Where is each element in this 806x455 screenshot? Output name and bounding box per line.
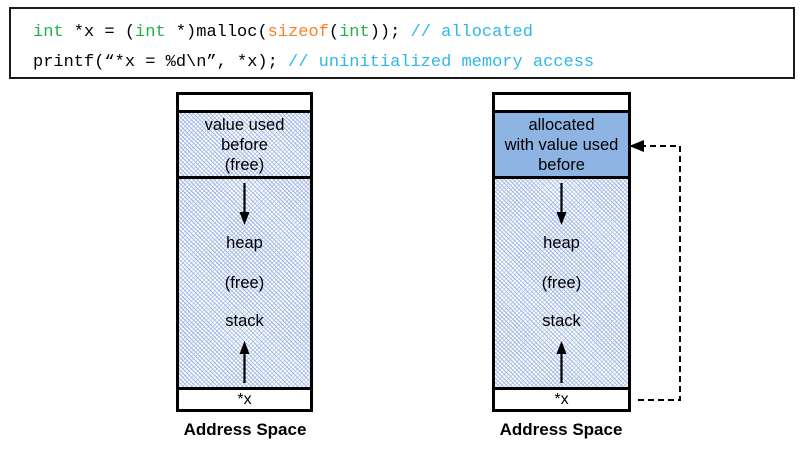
address-space-diagram-left: value used before (free) heap (free) sta…	[176, 92, 313, 412]
right-blank-strip	[495, 95, 628, 113]
right-top-line-3: before	[538, 155, 585, 174]
left-top-line-3: (free)	[224, 155, 265, 174]
right-allocated-block: allocated with value used before	[495, 113, 628, 179]
left-label-stack: stack	[225, 312, 264, 330]
right-top-line-1: allocated	[528, 115, 595, 134]
left-pointer-box: *x	[179, 387, 310, 409]
right-top-line-2: with value used	[504, 135, 619, 154]
caption-address-space-right: Address Space	[499, 420, 623, 439]
code-line-1-token-7: ));	[369, 23, 411, 42]
right-pointer-box: *x	[495, 387, 628, 409]
left-label-free: (free)	[224, 274, 265, 292]
code-snippet-box: int *x = (int *)malloc(sizeof(int)); // …	[9, 7, 795, 79]
left-top-line-2: before	[221, 135, 268, 154]
code-line-1-token-8: // allocated	[410, 23, 533, 42]
right-body-block: heap (free) stack	[495, 179, 628, 387]
address-space-diagram-right: allocated with value used before heap (f…	[492, 92, 631, 412]
right-label-stack: stack	[542, 312, 581, 330]
code-line-2-token-1: // uninitialized memory access	[288, 53, 595, 72]
left-blank-strip	[179, 95, 310, 113]
code-line-1-token-0: int	[33, 23, 64, 42]
code-line-1-token-3: *)malloc(	[165, 23, 268, 42]
code-line-1-token-4: sizeof	[267, 23, 329, 42]
left-top-block: value used before (free)	[179, 113, 310, 179]
left-label-heap: heap	[226, 234, 263, 252]
caption-address-space-left: Address Space	[183, 420, 307, 439]
left-body-block: heap (free) stack	[179, 179, 310, 387]
code-line-1-token-5: (	[328, 23, 340, 42]
right-pointer-label: *x	[554, 390, 569, 408]
code-line-2-token-0: printf(“*x = %d\n”, *x);	[33, 53, 289, 72]
code-line-1-token-6: int	[339, 23, 370, 42]
right-label-heap: heap	[543, 234, 580, 252]
left-pointer-label: *x	[237, 390, 252, 408]
code-line-1-token-2: int	[135, 23, 166, 42]
right-label-free: (free)	[541, 274, 582, 292]
code-line-1-token-1: *x = (	[63, 23, 136, 42]
code-line-2: printf(“*x = %d\n”, *x); // uninitialize…	[33, 53, 594, 72]
code-line-1: int *x = (int *)malloc(sizeof(int)); // …	[33, 23, 533, 42]
left-top-line-1: value used	[204, 115, 285, 134]
